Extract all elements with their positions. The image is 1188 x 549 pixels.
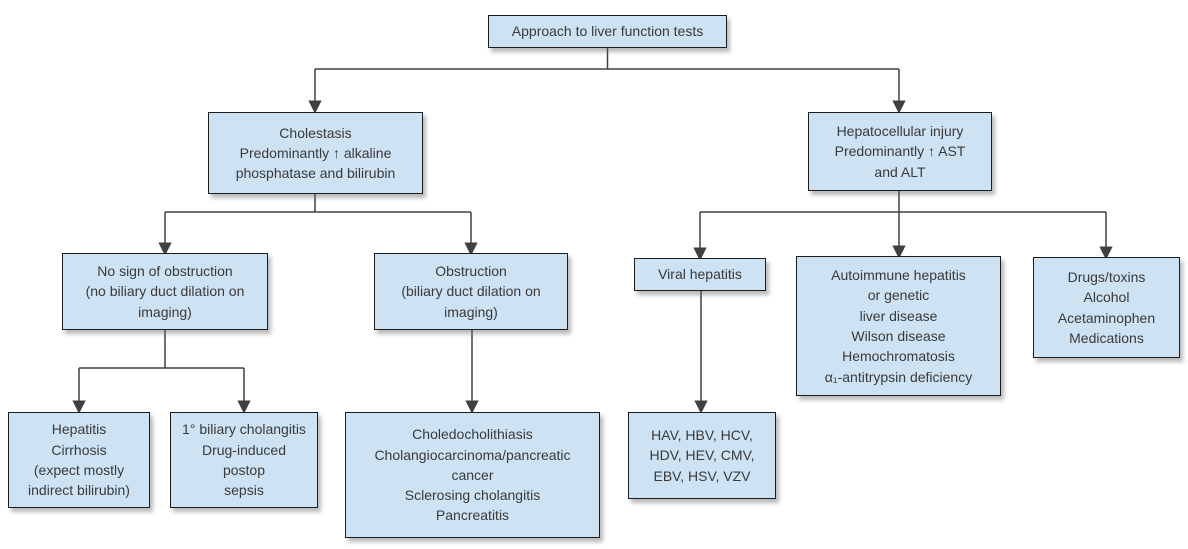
node-obstruction: Obstruction (biliary duct dilation on im… xyxy=(374,253,568,330)
node-approach-to-liver-function-tests: Approach to liver function tests xyxy=(488,15,727,48)
node-hepatitis-cirrhosis: Hepatitis Cirrhosis (expect mostly indir… xyxy=(8,412,150,508)
node-primary-biliary-cholangitis: 1° biliary cholangitis Drug-induced post… xyxy=(170,412,318,508)
node-viral-hepatitis-viruses: HAV, HBV, HCV, HDV, HEV, CMV, EBV, HSV, … xyxy=(628,412,776,499)
node-autoimmune-or-genetic-liver-disease: Autoimmune hepatitis or genetic liver di… xyxy=(796,256,1001,396)
node-cholestasis: Cholestasis Predominantly ↑ alkaline pho… xyxy=(208,112,423,194)
node-no-sign-of-obstruction: No sign of obstruction (no biliary duct … xyxy=(62,253,268,330)
node-drugs-toxins: Drugs/toxins Alcohol Acetaminophen Medic… xyxy=(1033,257,1180,358)
node-obstruction-causes: Choledocholithiasis Cholangiocarcinoma/p… xyxy=(345,412,600,538)
node-viral-hepatitis: Viral hepatitis xyxy=(634,258,766,291)
node-hepatocellular-injury: Hepatocellular injury Predominantly ↑ AS… xyxy=(808,112,992,191)
